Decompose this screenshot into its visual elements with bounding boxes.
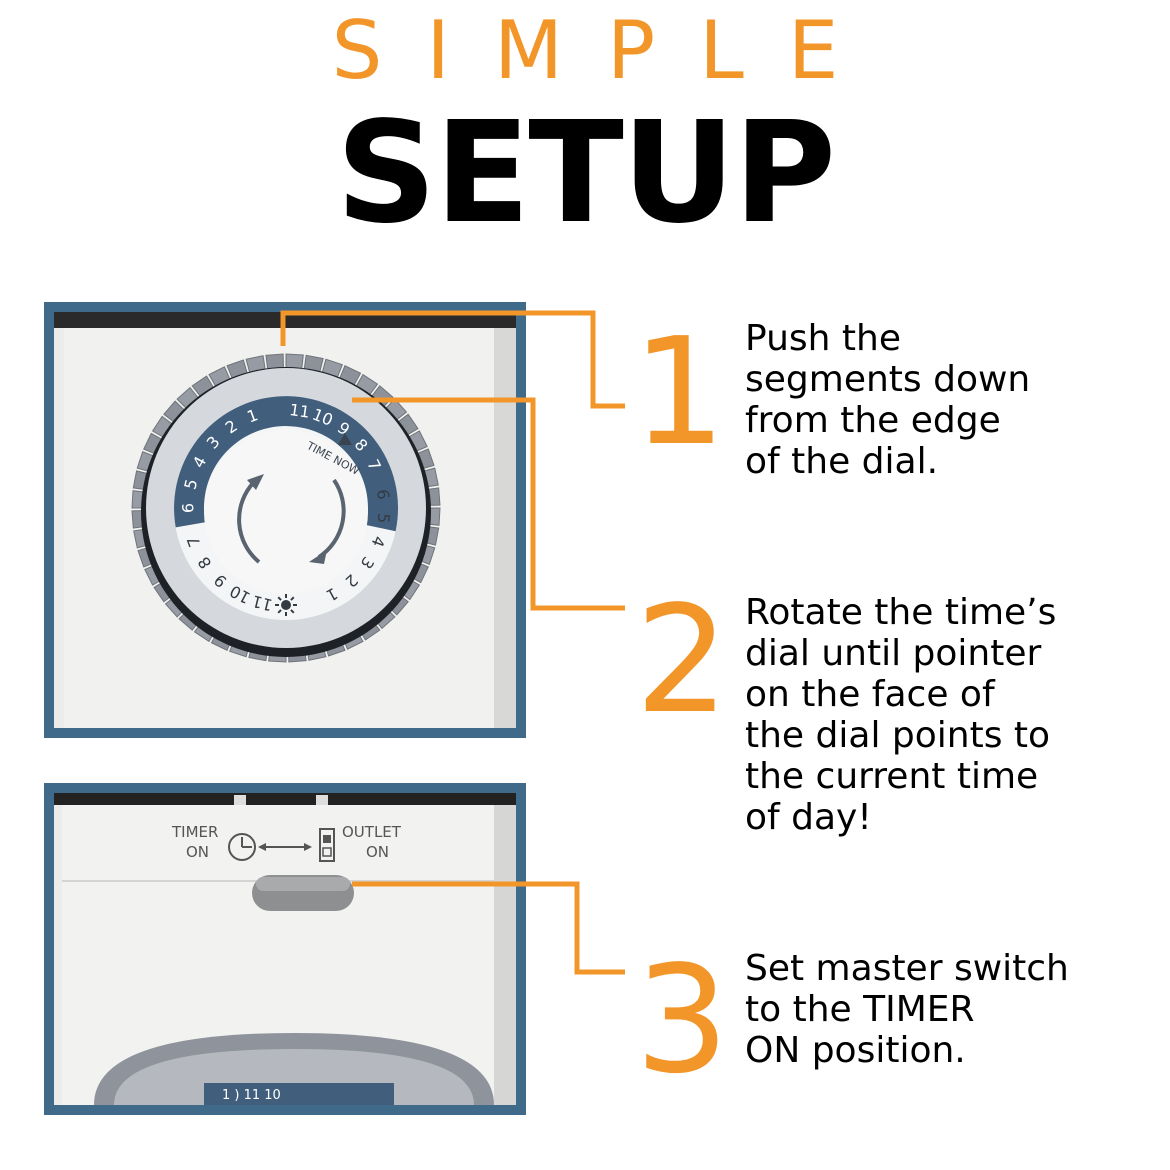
double-arrow-icon	[258, 843, 312, 851]
step-number-3: 3	[635, 934, 730, 1106]
outlet-label: OUTLET	[342, 823, 402, 841]
clock-icon	[228, 833, 256, 861]
step-number-2: 2	[635, 574, 730, 746]
title-kicker: SIMPLE	[331, 4, 883, 97]
rotate-arrow-left-icon	[237, 480, 261, 564]
timer-label: TIMER	[171, 823, 218, 841]
dial-number-night: 6	[179, 503, 198, 513]
dial-number-night: 11	[288, 400, 311, 422]
bottom-dial-text: 1 ) 11 10	[222, 1088, 281, 1103]
outlet-on-label: ON	[366, 843, 389, 861]
outlet-icon	[319, 828, 335, 862]
dial-number-day: 5	[374, 512, 394, 524]
dial-number-night: 5	[180, 477, 201, 491]
page-title: SETUP	[335, 92, 836, 255]
switch-illustration: TIMER ON OUTLET ON 1 ) 11 10	[54, 793, 516, 1105]
step-number-1: 1	[632, 306, 727, 478]
dial-number-day: 11	[250, 591, 274, 614]
timer-on-label: ON	[186, 843, 209, 861]
sun-icon	[275, 594, 297, 616]
night-band	[174, 396, 399, 532]
pointer-icon	[338, 433, 352, 445]
switch-photo: TIMER ON OUTLET ON 1 ) 11 10	[44, 783, 526, 1115]
rotate-arrow-right-icon	[317, 478, 346, 559]
